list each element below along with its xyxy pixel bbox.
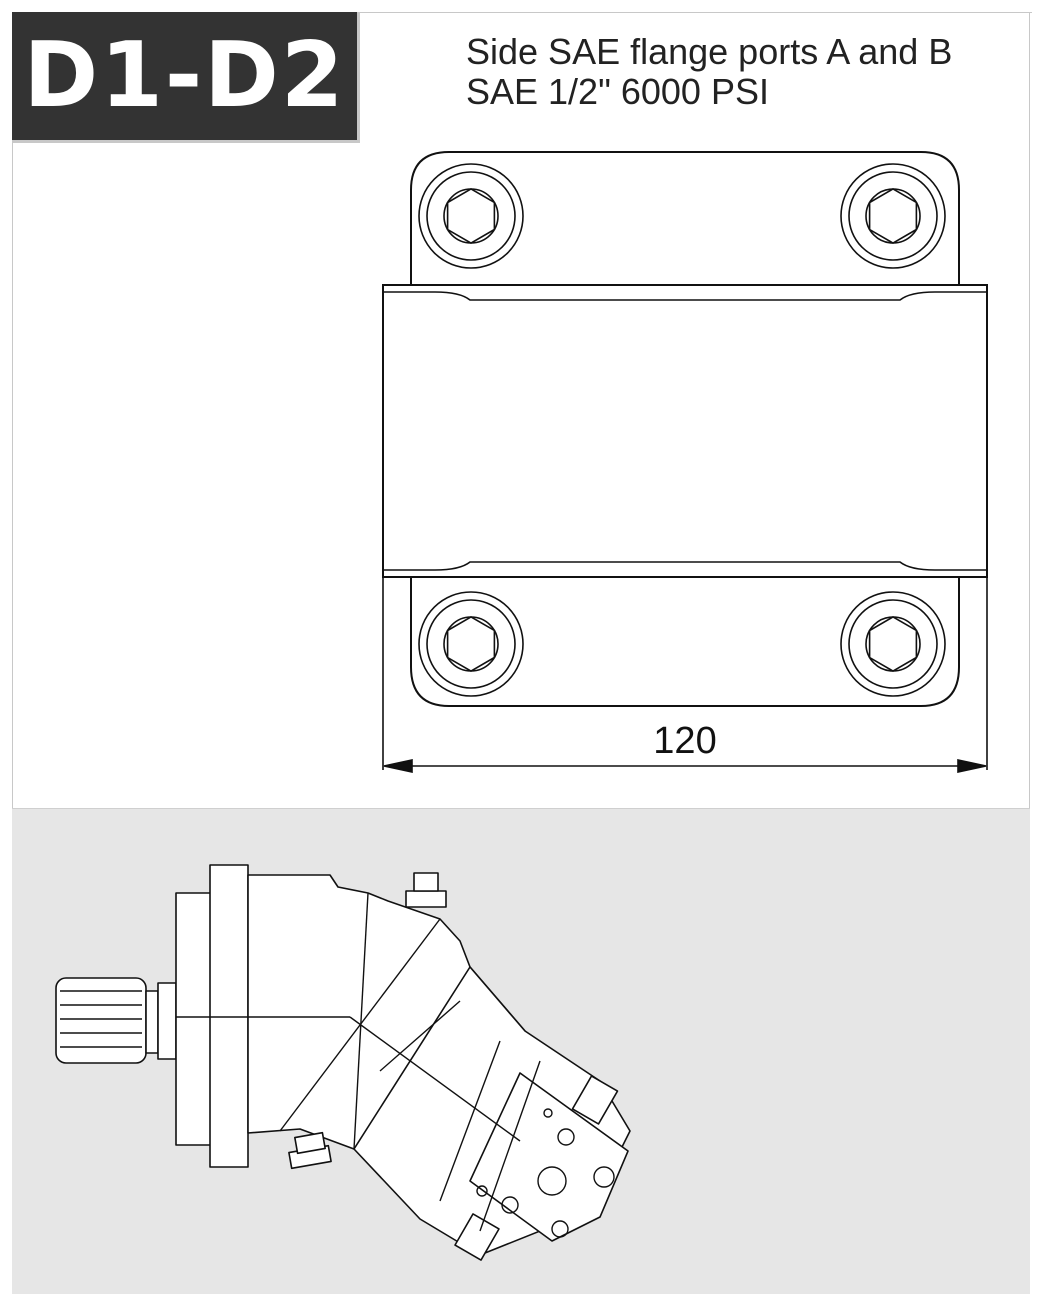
flange-body xyxy=(382,284,988,578)
width-dimension xyxy=(382,577,988,773)
option-code-badge: D1-D2 xyxy=(12,12,360,143)
page-frame xyxy=(12,12,1030,1294)
hex-bolt-icon xyxy=(418,163,524,269)
top-ear xyxy=(410,151,960,285)
title-line-1: Side SAE flange ports A and B xyxy=(466,31,953,72)
shaft-splines xyxy=(55,977,177,1064)
bottom-relief xyxy=(383,561,987,571)
mount-plate xyxy=(175,892,213,1146)
top-rule xyxy=(12,12,1032,13)
pump-illustration-panel xyxy=(12,808,1030,1294)
dimension-arrow-icon xyxy=(383,759,413,773)
option-code: D1-D2 xyxy=(23,23,346,128)
port-block xyxy=(469,1072,629,1242)
hex-bolt-icon xyxy=(840,163,946,269)
dimension-width-label: 120 xyxy=(653,720,717,762)
mount-flange xyxy=(209,864,249,1168)
flange-drawing xyxy=(382,151,988,773)
dimension-arrow-icon xyxy=(957,759,987,773)
page-title: Side SAE flange ports A and B SAE 1/2" 6… xyxy=(466,32,1036,112)
hex-bolt-icon xyxy=(840,591,946,697)
hex-bolt-icon xyxy=(418,591,524,697)
pump-line-drawing xyxy=(55,864,631,1261)
top-relief xyxy=(383,291,987,301)
title-line-2: SAE 1/2" 6000 PSI xyxy=(466,71,769,112)
bottom-ear xyxy=(410,577,960,707)
